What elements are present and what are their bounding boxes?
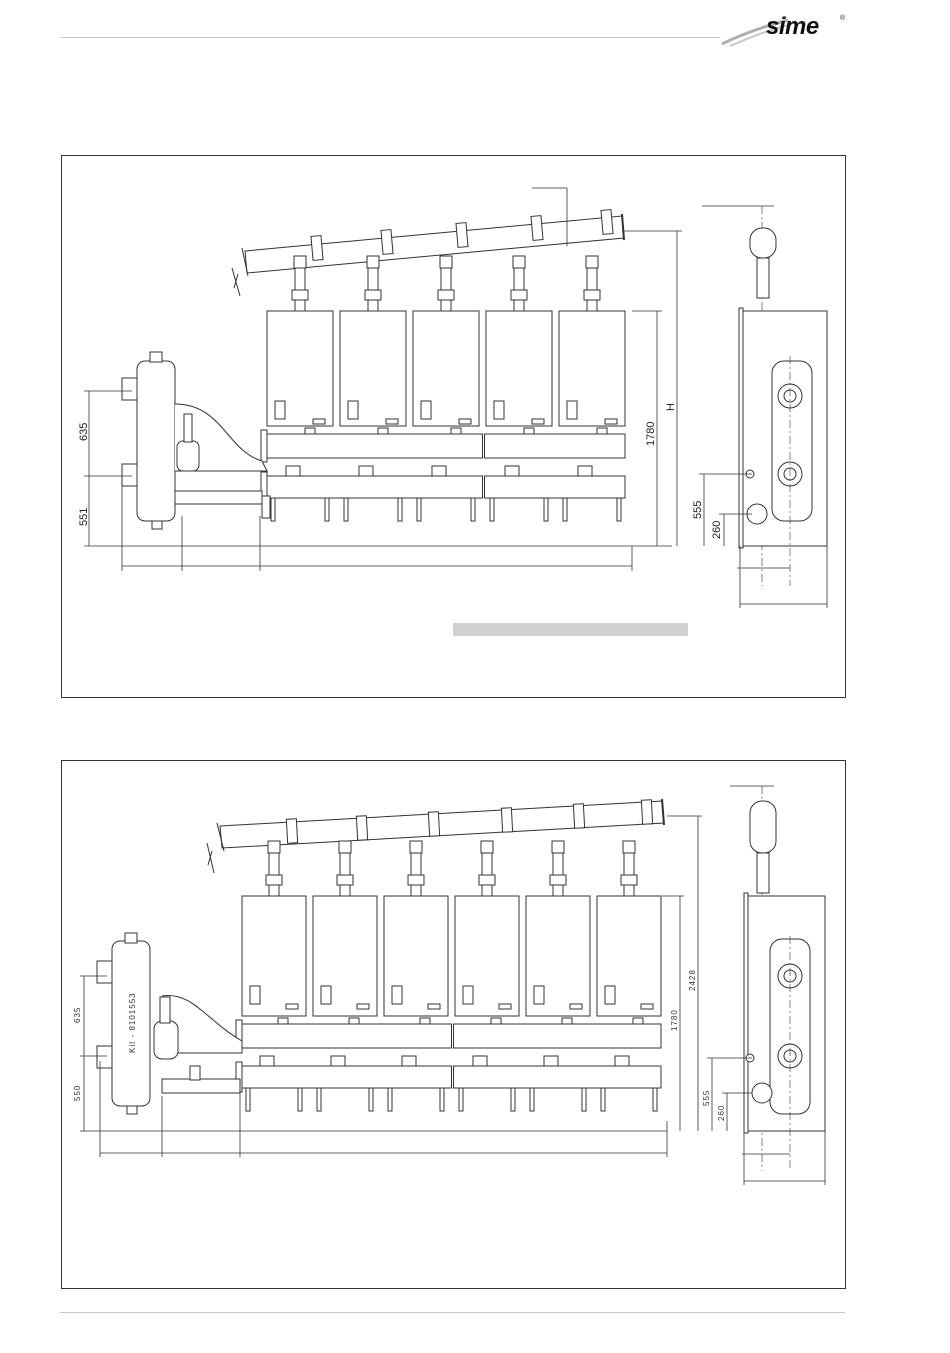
kit-label: Kit - 8101553 [128,992,137,1053]
dim-height-total: 2428 [688,969,697,991]
flow-manifold [485,434,626,458]
return-manifold [485,476,626,498]
flow-manifold [267,434,483,458]
flue-pipe [232,210,624,296]
dim-left-upper: 635 [78,423,90,441]
dim-left-upper: 635 [73,1007,82,1023]
footer-rule [60,1312,845,1313]
brand-logo: sime [766,13,819,41]
flow-manifold [454,1024,662,1048]
registered-mark: ® [840,15,845,22]
side-dim-lower: 260 [711,521,723,539]
dim-height-body: 1780 [645,422,657,446]
dim-left-lower: 550 [73,1085,82,1101]
boiler-cascade-drawing-6: Kit - 8101553 635 550 1780 2428 [62,761,845,1288]
return-manifold [267,476,483,498]
return-manifold [242,1066,452,1088]
side-view [730,786,825,1171]
dim-height-body: 1780 [670,1009,679,1031]
flow-manifold [242,1024,452,1048]
boiler-cascade-drawing-5: 635 551 1780 H [62,156,845,697]
hydraulic-separator [97,933,242,1114]
redacted-bar [453,623,688,636]
diagram-panel-6-boilers: Kit - 8101553 635 550 1780 2428 [61,760,846,1289]
boiler-row [261,256,625,521]
diagram-panel-5-boilers: 635 551 1780 H [61,155,846,698]
side-dim-upper: 555 [702,1090,711,1106]
return-manifold [454,1066,662,1088]
header-rule [60,37,720,38]
side-dim-upper: 555 [692,501,704,519]
side-dim-lower: 260 [717,1105,726,1121]
boiler-row [236,841,661,1111]
dim-height-total: H [665,403,677,411]
hydraulic-separator [122,352,270,529]
dim-left-lower: 551 [78,508,90,526]
